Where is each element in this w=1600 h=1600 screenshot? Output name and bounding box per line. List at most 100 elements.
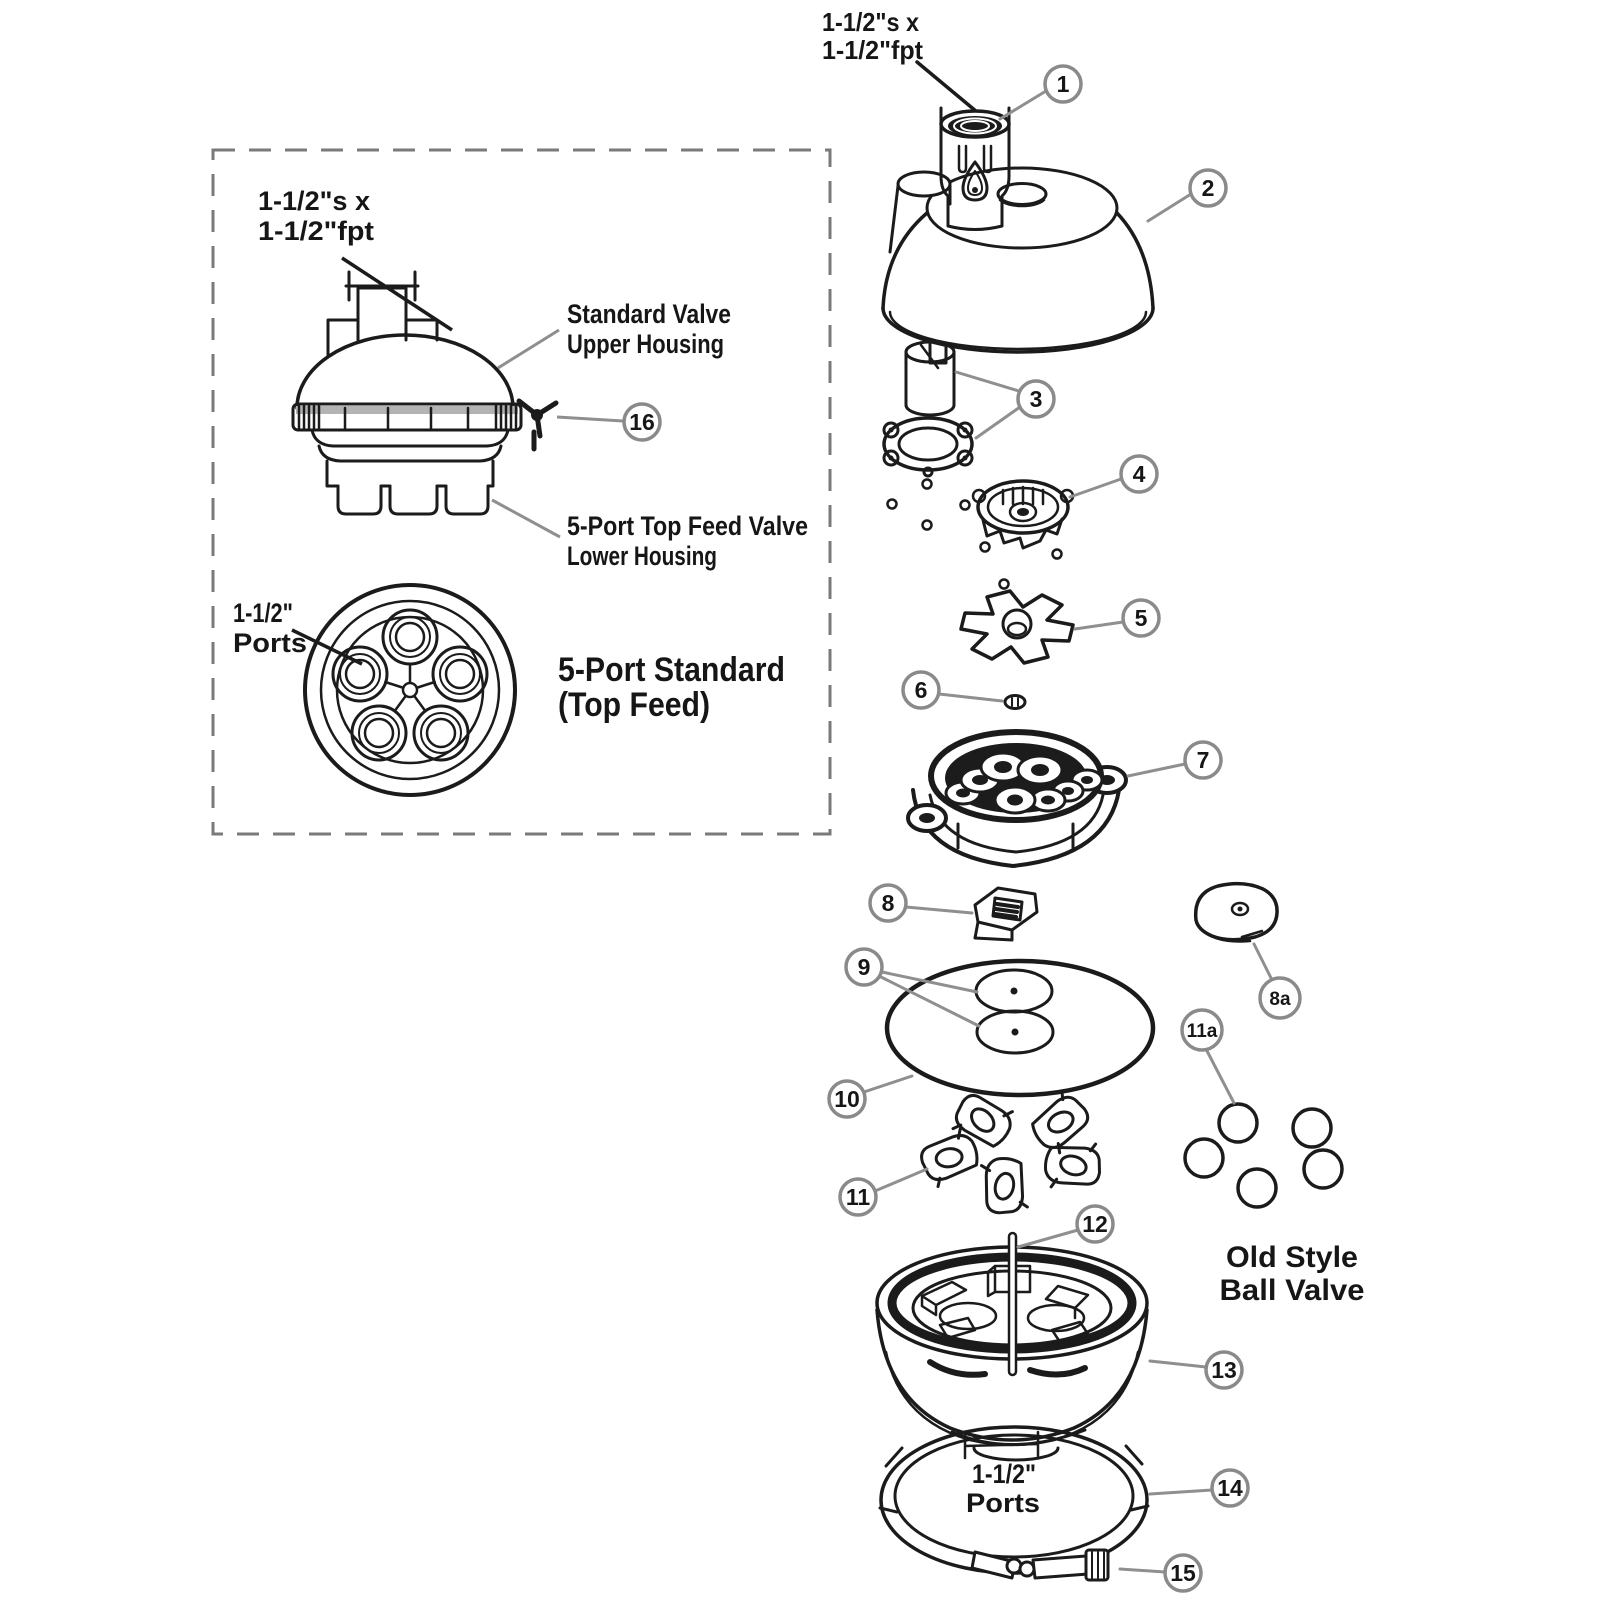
port-openings: [331, 608, 489, 762]
callout-4: 4: [1119, 454, 1159, 494]
clamp-knob-hub: [531, 409, 543, 421]
part-4-impeller: [971, 479, 1075, 550]
part-6-shaft-nut: [1003, 694, 1027, 710]
callout-12-number: 12: [1082, 1211, 1108, 1237]
inset-port-face-drawing: [303, 583, 517, 797]
callout-10-number: 10: [834, 1086, 860, 1112]
old-style-label-line1: Old Style: [1226, 1241, 1358, 1274]
callout-3: 3: [1016, 379, 1056, 419]
part-8a-cam-plate: [1193, 881, 1279, 943]
callout-2-number: 2: [1202, 175, 1215, 201]
part-11a-check-balls: [1183, 1102, 1344, 1209]
clamp-band-ticks: [343, 406, 470, 430]
pipe-union-tick-marks: [344, 270, 420, 302]
inset-assembled-valve-drawing: [291, 270, 559, 516]
old-style-label-line2: Ball Valve: [1220, 1274, 1365, 1307]
side-bosses: [326, 318, 439, 357]
part-11-retainer-clips: [916, 1080, 1109, 1221]
callout-11a-number: 11a: [1187, 1021, 1218, 1042]
lower-housing-label-line2: Lower Housing: [567, 541, 717, 571]
inset-ports-label-line1: 1-1/2": [233, 598, 293, 628]
lower-collar-1: [310, 428, 510, 448]
exploded-ports-label-line1: 1-1/2": [972, 1459, 1036, 1489]
callout-5: 5: [1121, 598, 1161, 638]
callout-8a: 8a: [1258, 976, 1302, 1020]
callout-12: 12: [1075, 1204, 1115, 1244]
part-3-sleeve-and-gasket: [882, 340, 974, 478]
impeller-ribs: [1001, 485, 1045, 506]
bowl-interior-vanes: [920, 1264, 1090, 1378]
callout-7-number: 7: [1197, 747, 1210, 773]
callout-13-number: 13: [1211, 1357, 1237, 1383]
callout-circles: 1 2 3 4 5 6 7 8 8a 9 10 11 11a 12 13 14 …: [827, 64, 1302, 1593]
upper-housing-leader-line: [497, 328, 560, 370]
upper-housing-label-line1: Standard Valve: [567, 299, 731, 329]
seal-gaskets: [944, 751, 1104, 815]
port-hub-spokes: [384, 662, 436, 713]
callout-leader-lines: [862, 89, 1274, 1574]
callout-13: 13: [1204, 1350, 1244, 1390]
inset-title-line2: (Top Feed): [558, 686, 710, 724]
inset-dashed-border: [211, 148, 832, 836]
inner-prongs: [957, 144, 993, 174]
callout-4-number: 4: [1133, 461, 1146, 487]
clamp-band-hatch: [297, 404, 518, 431]
exploded-ports-label-line2: Ports: [966, 1488, 1040, 1518]
inset-title-line1: 5-Port Standard: [558, 651, 785, 689]
callout-9: 9: [844, 947, 884, 987]
callout-8a-number: 8a: [1269, 989, 1291, 1010]
callout-16: 16: [556, 402, 662, 442]
clamp-knob-handle: [516, 398, 559, 452]
part-2-upper-housing: [881, 166, 1155, 354]
exploded-view: 1-1/2"s x 1-1/2"fpt: [822, 7, 1365, 1593]
callout-8: 8: [868, 883, 908, 923]
inset-ports-leader-line: [291, 628, 363, 666]
upper-housing-dome: [295, 333, 515, 410]
impeller-skirt: [981, 517, 1064, 550]
lower-housing-body: [325, 459, 495, 488]
callout-14: 14: [1210, 1468, 1250, 1508]
dome-side-ports: [888, 170, 1048, 254]
callout-6: 6: [901, 670, 941, 710]
exploded-fitting-label-line2: 1-1/2"fpt: [822, 35, 923, 65]
cam-key-spring: [993, 902, 1020, 919]
bolt-head-hatch: [1091, 1551, 1105, 1579]
part-7-seal-ring-assembly: [906, 729, 1128, 868]
callout-15: 15: [1163, 1553, 1203, 1593]
inset-fitting-leader-line: [341, 256, 453, 332]
callout-16-number: 16: [629, 409, 655, 435]
callout-14-number: 14: [1217, 1475, 1243, 1501]
clamp-band-stripe: [296, 406, 518, 414]
inset-ports-label-line2: Ports: [233, 628, 307, 658]
inset-fitting-label-line2: 1-1/2"fpt: [258, 216, 374, 246]
callout-11a: 11a: [1180, 1008, 1224, 1052]
callout-3-number: 3: [1030, 386, 1043, 412]
callout-1: 1: [1043, 64, 1083, 104]
part-15-clamp-bolt: [970, 1548, 1110, 1582]
part-5-star-rotor: [959, 589, 1075, 665]
callout-8-number: 8: [882, 890, 895, 916]
callout-15-number: 15: [1170, 1560, 1196, 1586]
spray-droplets: [886, 478, 1063, 590]
exploded-fitting-label-line1: 1-1/2"s x: [822, 7, 919, 37]
inset-panel: 1-1/2"s x 1-1/2"fpt Standard Valve Upper…: [211, 148, 832, 836]
lower-housing-leader-line: [491, 498, 561, 539]
callout-6-number: 6: [915, 677, 928, 703]
clamp-segment-ticks: [878, 1444, 1150, 1514]
lower-housing-port-stubs: [336, 484, 490, 516]
lower-housing-label-line1: 5-Port Top Feed Valve: [567, 511, 808, 541]
callout-2: 2: [1188, 168, 1228, 208]
part-8-cam-key: [973, 886, 1039, 942]
upper-housing-label-line2: Upper Housing: [567, 329, 724, 359]
callout-9-number: 9: [858, 954, 871, 980]
callout-1-number: 1: [1057, 71, 1070, 97]
part-12-shaft-rod: [1007, 1231, 1018, 1377]
callout-7: 7: [1183, 740, 1223, 780]
callout-10: 10: [827, 1079, 867, 1119]
diverter-mouth: [961, 160, 989, 202]
callout-11-number: 11: [846, 1184, 871, 1210]
sleeve-notch: [928, 341, 948, 365]
callout-11: 11: [838, 1177, 878, 1217]
